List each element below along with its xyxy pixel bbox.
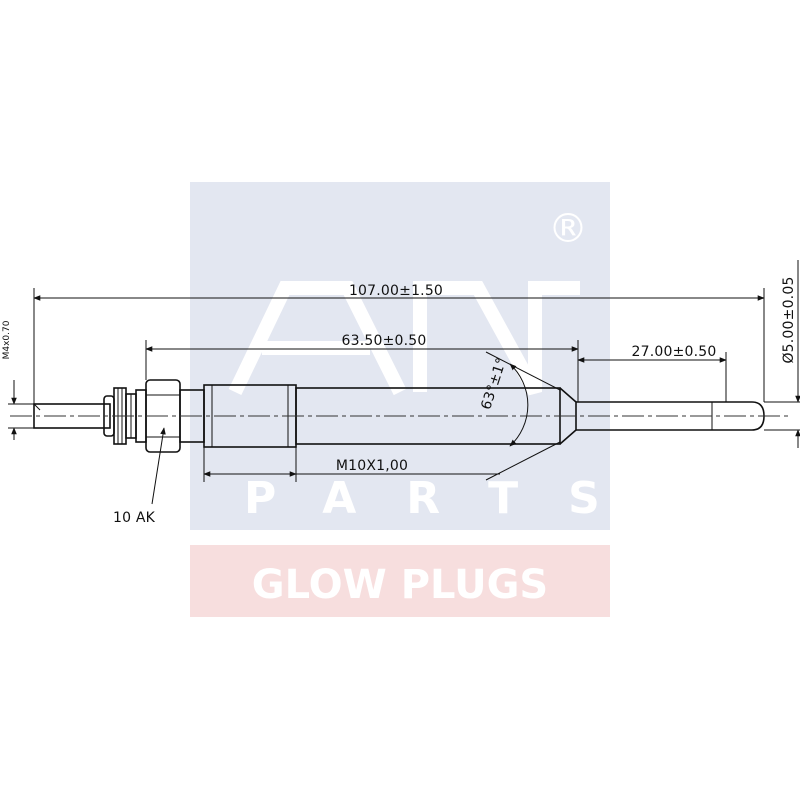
body-thread-label: M10X1,00 <box>336 458 408 474</box>
dimension-lines <box>8 260 800 505</box>
watermark-red-panel <box>190 545 610 617</box>
hex-size-label: 10 AK <box>113 510 156 526</box>
watermark-product-text: GLOW PLUGS <box>252 562 548 608</box>
total-length-label: 107.00±1.50 <box>349 283 443 299</box>
watermark-parts-text: PARTS <box>244 473 650 524</box>
body-length-label: 63.50±0.50 <box>342 333 427 349</box>
tip-diameter-label: Ø5.00±0.05 <box>781 276 797 363</box>
cone-angle-arc <box>509 363 529 447</box>
watermark-registered-mark: ® <box>548 206 588 252</box>
hex-leader-line <box>151 427 166 505</box>
terminal-stud <box>33 403 111 429</box>
terminal-thread-label: M4x0.70 <box>2 320 12 359</box>
watermark: ® PARTS GLOW PLUGS <box>190 182 650 617</box>
tip-length-label: 27.00±0.50 <box>632 344 717 360</box>
